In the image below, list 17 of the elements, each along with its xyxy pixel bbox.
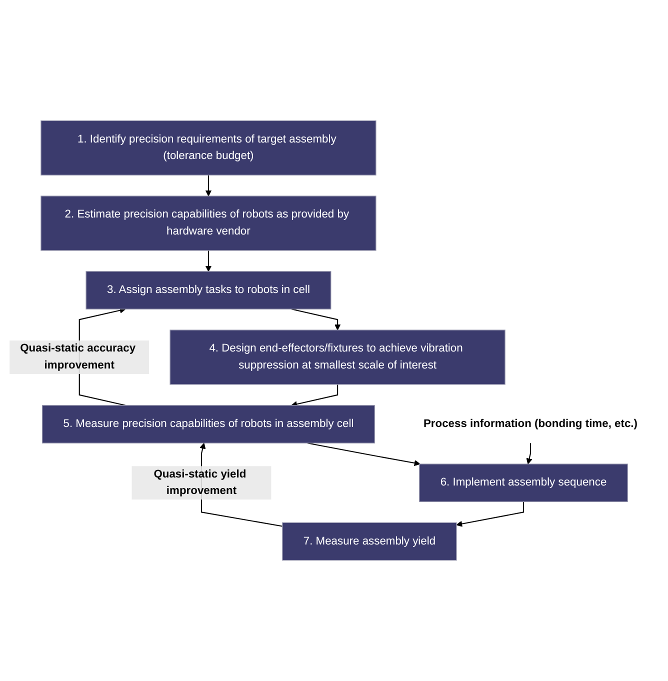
arrow [291,308,341,330]
node-box: 3. Assign assembly tasks to robots in cell [86,271,332,310]
node-box: 1. Identify precision requirements of target assembly (tolerance budget) [40,120,376,176]
node-box: 4. Design end-effectors/fixtures to achieve vibration suppression at smallest scale of interest [170,330,506,385]
arrow [291,384,338,408]
arrow [307,442,420,466]
arrow [205,175,212,196]
node-box: 6. Implement assembly sequence [419,464,628,502]
node-box: 2. Estimate precision capabilities of robots as provided by hardware vendor [40,196,376,251]
edge-label: Quasi-static accuracy improvement [20,342,136,372]
arrow [205,250,212,272]
edge-label: Quasi-static yield improvement [154,468,246,497]
node-box: 7. Measure assembly yield [282,522,457,561]
arrow [526,443,532,464]
node-box: 5. Measure precision capabilities of robots in assembly cell [42,405,375,444]
node-text: Process information (bonding time, etc.) [423,418,638,430]
arrow [456,502,524,527]
